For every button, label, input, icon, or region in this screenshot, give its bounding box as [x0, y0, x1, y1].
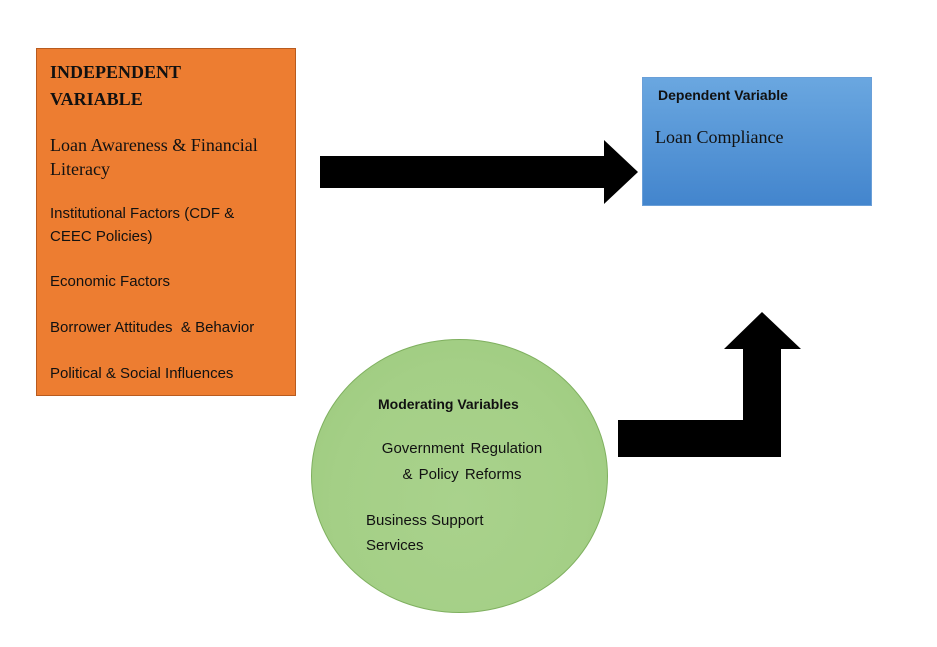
independent-item-political-social: Political & Social Influences [50, 365, 234, 382]
dependent-item-loan-compliance: Loan Compliance [655, 127, 784, 147]
moderating-variables-circle: Moderating Variables Government Regulati… [311, 339, 608, 613]
dependent-variable-title: Dependent Variable [658, 87, 788, 103]
dependent-variable-box: Dependent Variable Loan Compliance [642, 77, 872, 206]
independent-variable-box: INDEPENDENT VARIABLE Loan Awareness & Fi… [36, 48, 296, 396]
independent-item-institutional-factors: Institutional Factors (CDF & CEEC Polici… [50, 205, 235, 245]
independent-variable-title: INDEPENDENT VARIABLE [50, 62, 182, 109]
right-arrow [320, 140, 638, 204]
bent-up-arrow [618, 312, 801, 457]
moderating-variables-title: Moderating Variables [378, 396, 519, 412]
moderating-item-government-regulation: Government Regulation & Policy Reforms [381, 440, 543, 483]
independent-item-economic-factors: Economic Factors [50, 273, 171, 290]
moderating-item-business-support: Business Support Services [366, 512, 484, 554]
independent-item-borrower-attitudes: Borrower Attitudes & Behavior [50, 319, 255, 336]
independent-item-loan-awareness: Loan Awareness & Financial Literacy [50, 135, 258, 179]
